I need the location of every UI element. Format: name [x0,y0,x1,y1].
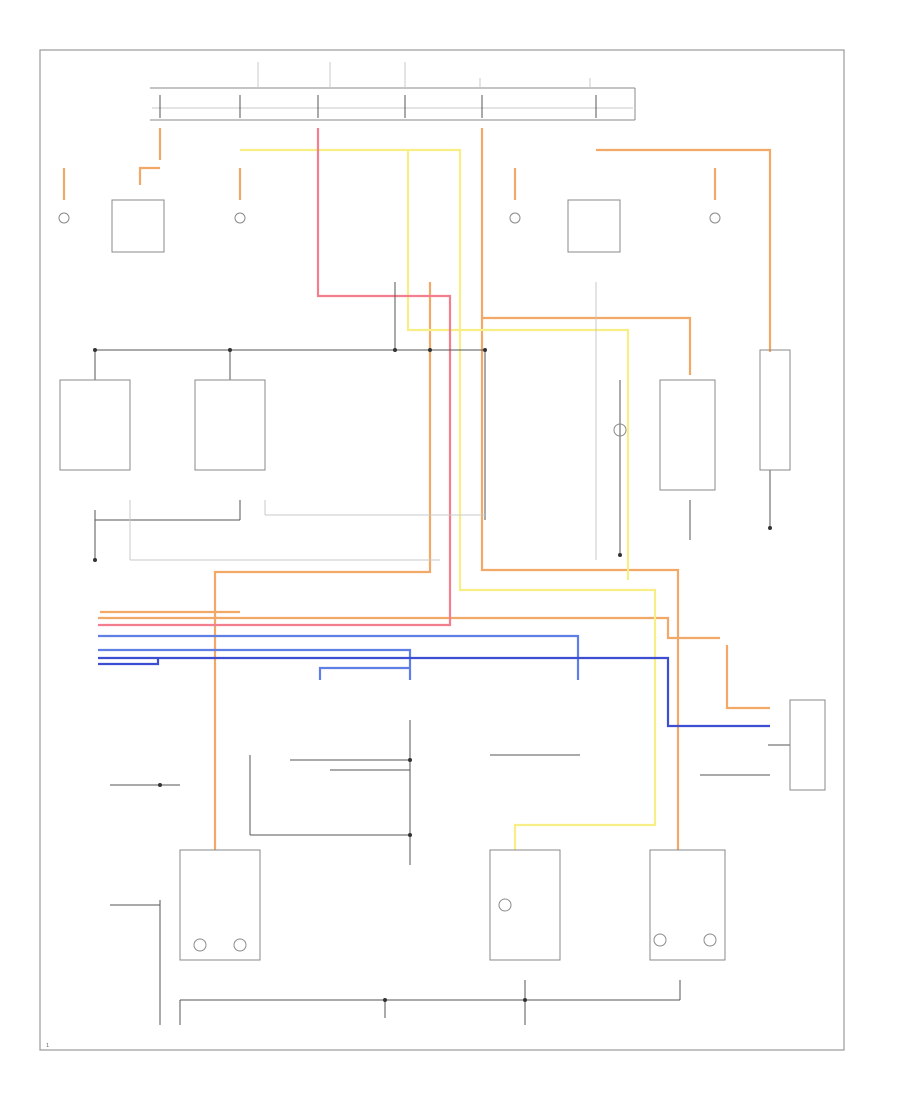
diagram-border [39,49,845,1051]
page-number: 1 [46,1043,49,1049]
middle-lamps [59,349,791,491]
wire-red [98,128,452,627]
wire-blue [98,634,580,680]
junction-points [93,348,772,1002]
wire-dark-blue [98,656,770,728]
circuit-lines [94,282,790,1025]
fuse-block [150,62,636,121]
bottom-components [179,699,826,961]
wire-yellow [240,148,657,850]
wire-orange [62,128,772,850]
top-components [58,199,721,253]
